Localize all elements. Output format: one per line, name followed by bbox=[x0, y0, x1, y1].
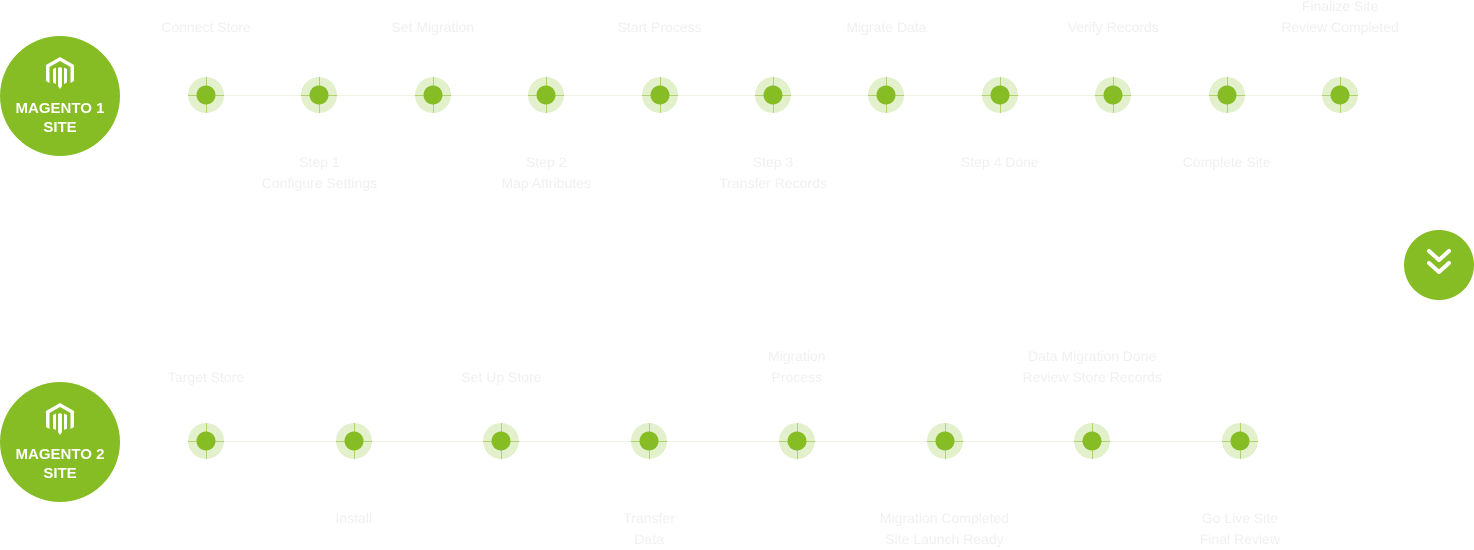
magento-1-site-badge: MAGENTO 1 SITE bbox=[0, 36, 120, 156]
timeline-node[interactable] bbox=[1095, 77, 1132, 113]
timeline-node[interactable] bbox=[631, 423, 668, 459]
timeline-label-line: Go Live Site bbox=[1201, 510, 1279, 526]
timeline-node[interactable] bbox=[414, 77, 451, 113]
timeline-node[interactable] bbox=[188, 77, 224, 113]
node-dot bbox=[650, 85, 670, 105]
timeline-node[interactable] bbox=[1322, 77, 1358, 113]
timeline-label-bottom: Step 4 Done bbox=[961, 152, 1039, 173]
timeline-label-top: Connect Store bbox=[161, 17, 251, 38]
node-dot bbox=[309, 85, 329, 105]
node-dot bbox=[787, 431, 807, 451]
timeline-label-line: Review Completed bbox=[1281, 19, 1399, 35]
timeline-label-top: Set Up Store bbox=[461, 367, 541, 388]
timeline-label-line: Install bbox=[335, 510, 372, 526]
timeline-node[interactable] bbox=[868, 77, 905, 113]
magento-logo-icon bbox=[45, 56, 75, 95]
timeline-node[interactable] bbox=[641, 77, 678, 113]
timeline-node[interactable] bbox=[483, 423, 520, 459]
timeline-label-line: Transfer bbox=[623, 510, 675, 526]
timeline-label-line: Connect Store bbox=[161, 19, 251, 35]
timeline-label-bottom: Step 3 Transfer Records bbox=[719, 152, 827, 194]
timeline-label-line: Step 4 Done bbox=[960, 154, 1039, 170]
timeline-label-line: Site Launch Ready bbox=[885, 531, 1004, 547]
node-dot bbox=[1217, 85, 1237, 105]
timeline-node[interactable] bbox=[1221, 423, 1258, 459]
node-dot bbox=[1082, 431, 1102, 451]
timeline-node[interactable] bbox=[335, 423, 372, 459]
timeline-label-line: Configure Settings bbox=[261, 175, 377, 191]
node-dot bbox=[1103, 85, 1123, 105]
timeline-label-line: Finalize Site bbox=[1301, 0, 1379, 14]
timeline-label-line: Review Store Records bbox=[1022, 369, 1162, 385]
badge-title-line2: SITE bbox=[43, 464, 77, 482]
timeline-label-bottom: Step 2 Map Attributes bbox=[501, 152, 591, 194]
timeline-node[interactable] bbox=[981, 77, 1018, 113]
timeline-label-top: Target Store bbox=[168, 367, 244, 388]
node-dot bbox=[196, 431, 216, 451]
timeline-label-top: Set Migration bbox=[392, 17, 474, 38]
timeline-label-line: Step 2 bbox=[525, 154, 567, 170]
node-dot bbox=[1230, 431, 1250, 451]
timeline-label-line: Start Process bbox=[617, 19, 702, 35]
timeline-label-line: Migration bbox=[768, 348, 826, 364]
badge-title-line1: MAGENTO 2 bbox=[15, 445, 105, 463]
timeline-label-line: Verify Records bbox=[1067, 19, 1159, 35]
timeline-label-line: Migration Completed bbox=[879, 510, 1010, 526]
badge-title-line1: MAGENTO 1 bbox=[15, 99, 105, 117]
timeline-label-line: Map Attributes bbox=[501, 175, 591, 191]
timeline-node[interactable] bbox=[755, 77, 791, 113]
node-dot bbox=[344, 431, 364, 451]
timeline-node[interactable] bbox=[301, 77, 338, 113]
timeline-node[interactable] bbox=[528, 77, 565, 113]
timeline-node[interactable] bbox=[1208, 77, 1245, 113]
scroll-down-button[interactable] bbox=[1404, 230, 1474, 300]
node-dot bbox=[536, 85, 556, 105]
timeline-label-top: Verify Records bbox=[1068, 17, 1159, 38]
timeline-node[interactable] bbox=[778, 423, 815, 459]
node-dot bbox=[196, 85, 216, 105]
node-dot bbox=[491, 431, 511, 451]
timeline-label-bottom: Complete Site bbox=[1183, 152, 1271, 173]
timeline-node[interactable] bbox=[926, 423, 963, 459]
timeline-node[interactable] bbox=[188, 423, 224, 459]
node-dot bbox=[990, 85, 1010, 105]
node-dot bbox=[763, 85, 783, 105]
timeline-node[interactable] bbox=[1074, 423, 1111, 459]
timeline-line bbox=[206, 441, 1240, 442]
timeline-label-line: Final Review bbox=[1199, 531, 1280, 547]
magento-2-site-badge: MAGENTO 2 SITE bbox=[0, 382, 120, 502]
node-dot bbox=[876, 85, 896, 105]
timeline-label-line: Set Migration bbox=[391, 19, 475, 35]
timeline-label-line: Data bbox=[634, 531, 664, 547]
timeline-label-line: Step 1 bbox=[299, 154, 340, 170]
timeline-label-bottom: Step 1 Configure Settings bbox=[262, 152, 377, 194]
timeline-label-line: Data Migration Done bbox=[1027, 348, 1157, 364]
timeline-label-line: Step 3 bbox=[752, 154, 794, 170]
timeline-label-line: Target Store bbox=[167, 369, 245, 385]
timeline-label-top: Start Process bbox=[618, 17, 702, 38]
magento-logo-icon bbox=[45, 402, 75, 441]
node-dot bbox=[423, 85, 443, 105]
double-chevron-down-icon bbox=[1425, 248, 1453, 283]
node-dot bbox=[935, 431, 954, 451]
timeline-label-line: Process bbox=[771, 369, 823, 385]
timeline-label-line: Set Up Store bbox=[461, 369, 542, 385]
timeline-label-top: Migrate Data bbox=[846, 17, 926, 38]
node-dot bbox=[1330, 85, 1350, 105]
timeline-label-bottom: Install bbox=[335, 508, 372, 529]
timeline-label-line: Complete Site bbox=[1182, 154, 1271, 170]
node-dot bbox=[639, 431, 659, 451]
badge-title-line2: SITE bbox=[43, 118, 77, 136]
timeline-label-line: Transfer Records bbox=[719, 175, 827, 191]
timeline-label-line: Migrate Data bbox=[846, 19, 927, 35]
